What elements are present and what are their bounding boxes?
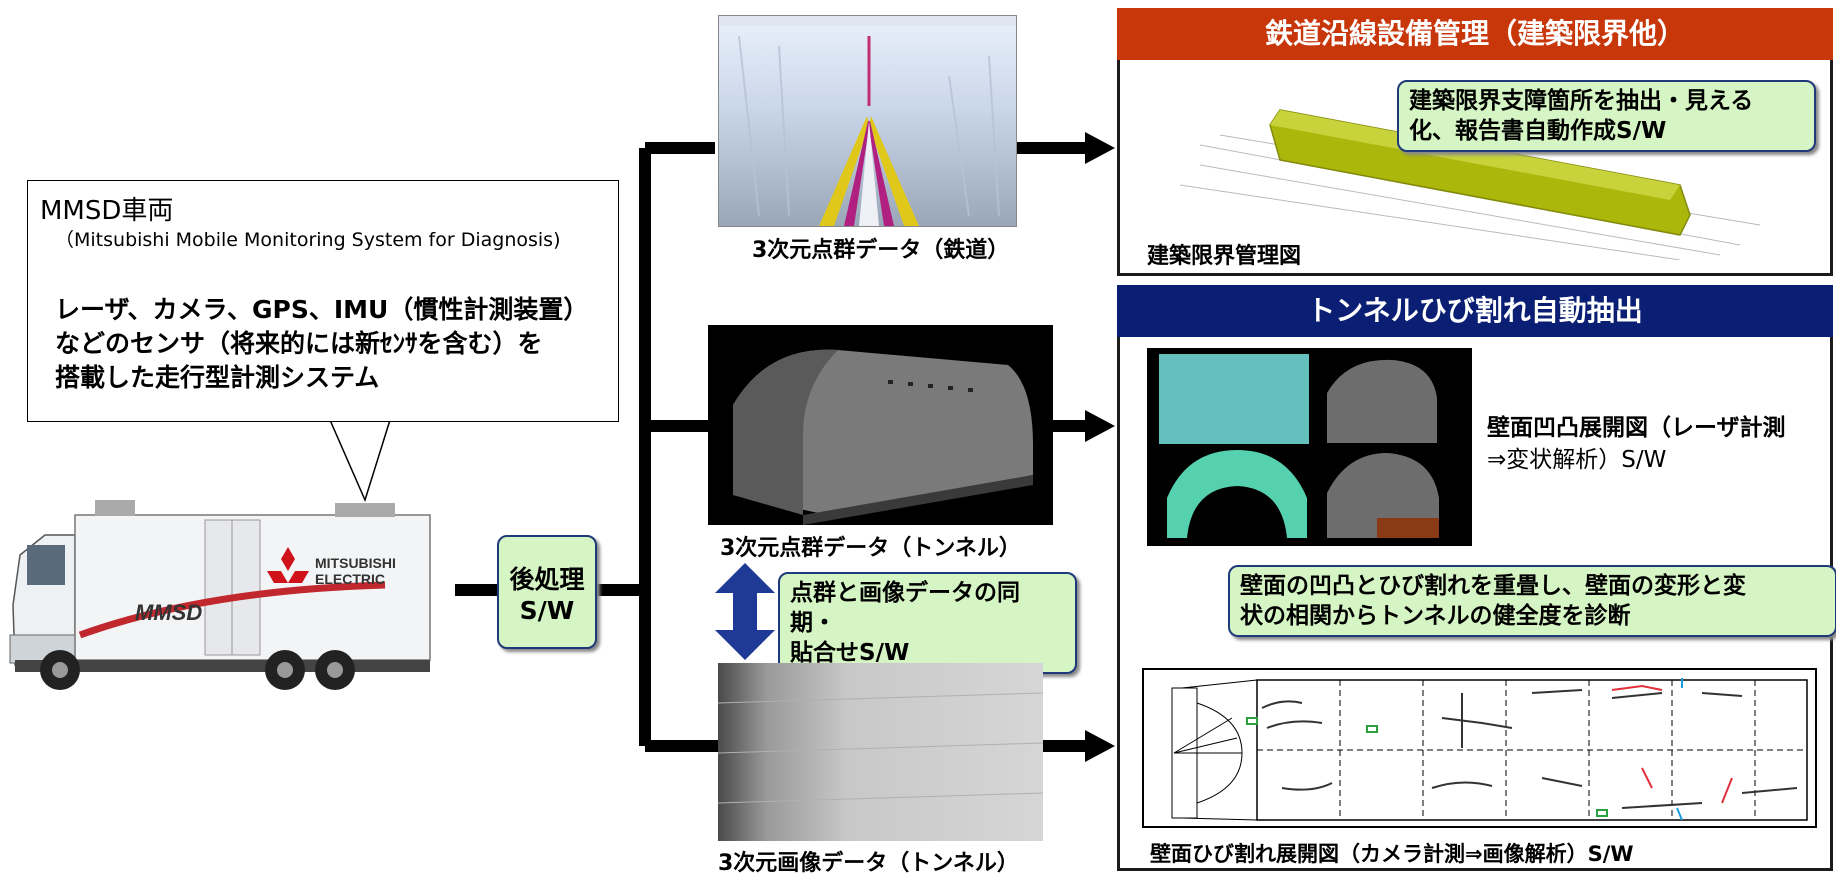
postproc-line-2: S/W [519, 596, 575, 625]
unevenness-desc-line-2: ⇒変状解析）S/W [1487, 447, 1667, 473]
unevenness-desc-line-1: 壁面凹凸展開図（レーザ計測 [1487, 415, 1786, 441]
speech-title: MMSD車両 [40, 196, 174, 226]
sync-callout-line-1: 点群と画像データの同期・ [790, 580, 1020, 636]
arrow-head-railway [1085, 132, 1115, 164]
mmsd-truck-image: MITSUBISHI ELECTRIC MMSD [9, 500, 431, 690]
overlay-callout-line-2: 状の相関からトンネルの健全度を診断 [1240, 603, 1631, 629]
railway-point-cloud-image [718, 15, 1017, 227]
panel-bottom-header: トンネルひび割れ自動抽出 [1117, 285, 1833, 337]
clearance-diagram-image [1180, 109, 1761, 260]
clearance-callout-line-1: 建築限界支障箇所を抽出・見える [1409, 88, 1754, 114]
svg-text:MMSD: MMSD [135, 600, 202, 625]
caption-tunnel-cloud: 3次元点群データ（トンネル） [720, 536, 1021, 561]
sync-callout: 点群と画像データの同期・ 貼合せS/W [778, 572, 1077, 674]
crack-development-diagram [1142, 668, 1817, 828]
speech-bubble [27, 180, 619, 422]
overlay-callout: 壁面の凹凸とひび割れを重畳し、壁面の変形と変 状の相関からトンネルの健全度を診断 [1228, 565, 1836, 637]
overlay-callout-line-1: 壁面の凹凸とひび割れを重畳し、壁面の変形と変 [1240, 573, 1746, 599]
arrow-head-tunnel-image [1085, 730, 1115, 762]
svg-text:MITSUBISHI: MITSUBISHI [315, 555, 396, 571]
panel-top-header: 鉄道沿線設備管理（建築限界他） [1117, 8, 1833, 60]
speech-subtitle: （Mitsubishi Mobile Monitoring System for… [55, 229, 561, 251]
arrow-head-tunnel-cloud [1085, 410, 1115, 442]
sync-callout-line-2: 貼合せS/W [790, 640, 910, 666]
double-arrow-sync [715, 563, 775, 660]
postproc-box [497, 535, 597, 649]
caption-tunnel-image: 3次元画像データ（トンネル） [718, 851, 1019, 876]
speech-bubble-tail [328, 419, 392, 503]
speech-line-3: 搭載した走行型計測システム [55, 363, 380, 392]
speech-line-1: レーザ、カメラ、GPS、IMU（慣性計測装置） [55, 295, 589, 324]
clearance-callout: 建築限界支障箇所を抽出・見える 化、報告書自動作成S/W [1397, 80, 1816, 152]
tunnel-image-texture [718, 663, 1043, 841]
caption-crack-development: 壁面ひび割れ展開図（カメラ計測⇒画像解析）S/W [1150, 842, 1634, 866]
clearance-callout-line-2: 化、報告書自動作成S/W [1409, 118, 1667, 144]
tunnel-point-cloud-image [708, 325, 1053, 525]
caption-railway: 3次元点群データ（鉄道） [752, 238, 1010, 263]
svg-text:ELECTRIC: ELECTRIC [315, 571, 385, 587]
caption-clearance: 建築限界管理図 [1147, 244, 1302, 269]
speech-line-2: などのセンサ（将来的には新ｾﾝｻを含む）を [55, 329, 543, 358]
wall-unevenness-images [1147, 348, 1472, 546]
postproc-line-1: 後処理 [509, 565, 585, 594]
